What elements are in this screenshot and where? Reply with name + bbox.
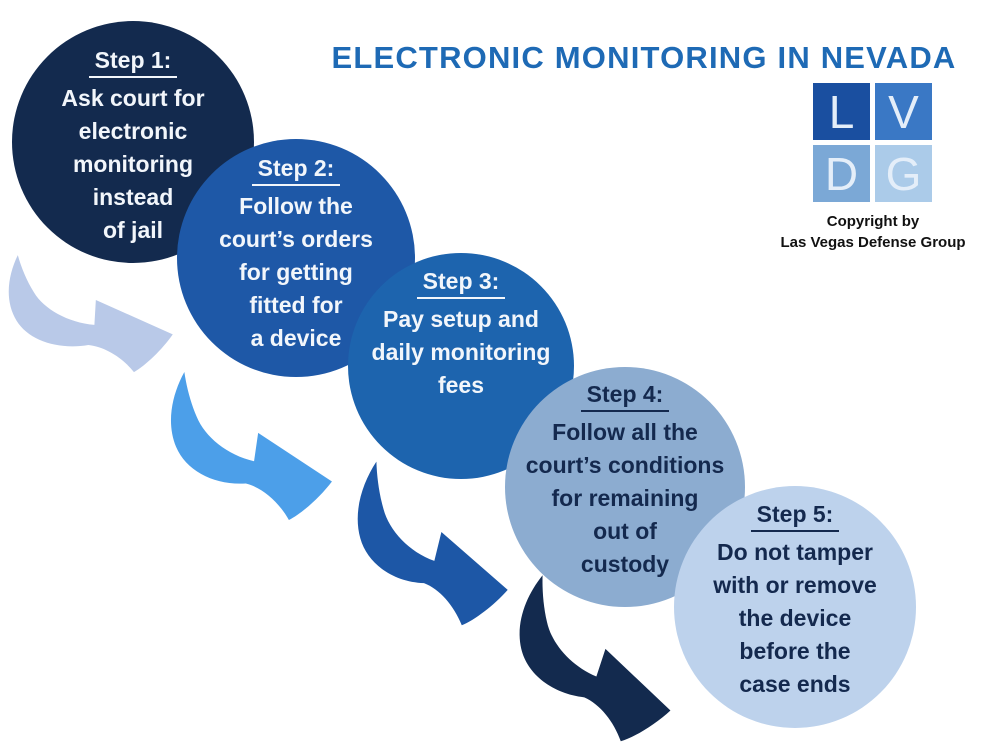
curved-arrow-shape: [8, 255, 173, 373]
curved-arrow-shape: [170, 372, 332, 520]
curved-arrow-2-icon: [170, 372, 332, 520]
logo-square-v: V: [875, 83, 932, 140]
step-5-label: Step 5:: [750, 499, 840, 532]
curved-arrow-4-icon: [519, 575, 671, 742]
curved-arrow-3-icon: [357, 461, 508, 626]
step-5-circle: Step 5: Do not tamper with or remove the…: [674, 486, 916, 728]
page-title: ELECTRONIC MONITORING IN NEVADA: [331, 40, 957, 75]
lvdg-logo: L V D G: [813, 83, 932, 202]
step-2-label: Step 2:: [251, 153, 341, 186]
logo-letter-g: G: [885, 147, 922, 200]
step-4-label: Step 4:: [580, 379, 670, 412]
step-4-text: Follow all the court’s conditions for re…: [525, 419, 725, 577]
logo-square-g: G: [875, 145, 932, 202]
curved-arrow-shape: [519, 575, 671, 742]
step-2-text: Follow the court’s orders for getting fi…: [219, 193, 373, 351]
logo-square-l: L: [813, 83, 870, 140]
step-1-text: Ask court for electronic monitoring inst…: [61, 85, 205, 243]
copyright-text: Copyright by Las Vegas Defense Group: [780, 213, 966, 252]
step-3-circle: Step 3: Pay setup and daily monitoring f…: [348, 253, 574, 479]
logo-letter-l: L: [828, 85, 855, 138]
logo-letter-d: D: [824, 147, 859, 200]
logo-square-d: D: [813, 145, 870, 202]
step-3-text: Pay setup and daily monitoring fees: [371, 306, 551, 398]
step-5-text: Do not tamper with or remove the device …: [713, 539, 877, 697]
curved-arrow-1-icon: [8, 255, 173, 373]
step-1-label: Step 1:: [88, 45, 178, 78]
logo-letter-v: V: [888, 85, 919, 138]
step-3-label: Step 3:: [416, 266, 506, 299]
curved-arrow-shape: [357, 461, 508, 626]
